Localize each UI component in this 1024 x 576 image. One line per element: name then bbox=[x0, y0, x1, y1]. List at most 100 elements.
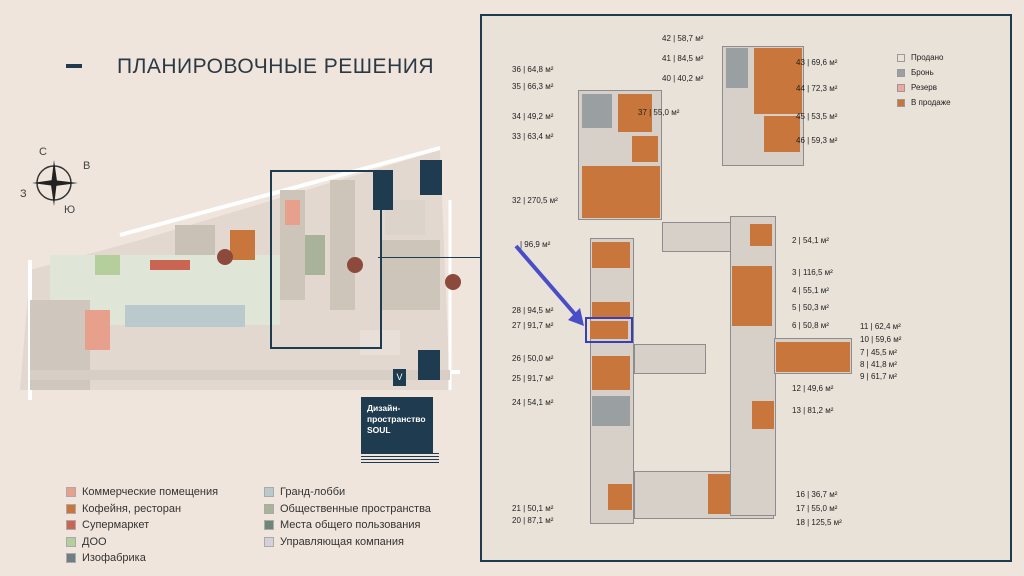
compass-icon bbox=[32, 160, 78, 206]
unit-label: 26 | 50,0 м² bbox=[512, 354, 554, 363]
corridor-middle bbox=[634, 344, 706, 374]
status-swatch bbox=[897, 68, 905, 77]
unit-label: 44 | 72,3 м² bbox=[796, 84, 838, 93]
unit-29[interactable] bbox=[592, 242, 630, 268]
legend-right: Гранд-лобби Общественные пространства Ме… bbox=[264, 484, 431, 550]
status-item: Бронь bbox=[897, 65, 951, 80]
unit-label: 12 | 49,6 м² bbox=[792, 384, 834, 393]
status-item: Продано bbox=[897, 50, 951, 65]
unit-label: 25 | 91,7 м² bbox=[512, 374, 554, 383]
compass-north: С bbox=[39, 146, 47, 158]
unit-label: 20 | 87,1 м² bbox=[512, 516, 554, 525]
legend-item: Супермаркет bbox=[66, 517, 218, 534]
unit-2[interactable] bbox=[750, 224, 772, 246]
compass-east: В bbox=[83, 160, 91, 172]
unit-label: 45 | 53,5 м² bbox=[796, 112, 838, 121]
unit-21[interactable] bbox=[608, 484, 632, 510]
building-dark bbox=[420, 160, 442, 195]
unit-label: 10 | 59,6 м² bbox=[860, 335, 902, 344]
legend-item: ДОО bbox=[66, 534, 218, 551]
unit-label: 37 | 55,0 м² bbox=[638, 108, 680, 117]
legend-label: ДОО bbox=[82, 535, 107, 548]
unit-3[interactable] bbox=[732, 266, 772, 326]
unit-label: 35 | 66,3 м² bbox=[512, 82, 554, 91]
unit-7[interactable] bbox=[776, 342, 850, 372]
unit-label: 9 | 61,7 м² bbox=[860, 372, 897, 381]
legend-item: Гранд-лобби bbox=[264, 484, 431, 501]
status-item: В продаже bbox=[897, 95, 951, 110]
unit-label: 42 | 58,7 м² bbox=[662, 34, 704, 43]
status-legend: Продано Бронь Резерв В продаже bbox=[897, 50, 951, 110]
building-dark bbox=[373, 170, 393, 210]
legend-swatch bbox=[66, 487, 76, 498]
unit-label: 11 | 62,4 м² bbox=[860, 322, 901, 331]
pointer-arrow-icon bbox=[514, 244, 584, 326]
unit-label: 28 | 94,5 м² bbox=[512, 306, 554, 315]
legend-label: Коммерческие помещения bbox=[82, 486, 219, 499]
soul-marker: V bbox=[393, 369, 406, 386]
legend-item: Места общего пользования bbox=[264, 517, 431, 534]
unit-37[interactable] bbox=[618, 94, 652, 132]
unit-27[interactable] bbox=[590, 321, 628, 339]
soul-label: Дизайн-пространство SOUL bbox=[361, 397, 433, 453]
unit-label: 18 | 125,5 м² bbox=[796, 518, 842, 527]
legend-label: Гранд-лобби bbox=[280, 486, 346, 499]
unit-label: 4 | 55,1 м² bbox=[792, 286, 829, 295]
status-label: Резерв bbox=[911, 83, 937, 92]
legend-swatch bbox=[66, 503, 76, 514]
unit-43[interactable] bbox=[754, 48, 802, 114]
legend-item: Изофабрика bbox=[66, 550, 218, 567]
unit-label: 24 | 54,1 м² bbox=[512, 398, 554, 407]
legend-label: Управляющая компания bbox=[280, 535, 404, 548]
status-label: Бронь bbox=[911, 68, 934, 77]
status-swatch bbox=[897, 53, 905, 62]
legend-item: Кофейня, ресторан bbox=[66, 501, 218, 518]
unit-24[interactable] bbox=[592, 396, 630, 426]
unit-label: 27 | 91,7 м² bbox=[512, 321, 554, 330]
building-dark bbox=[418, 350, 440, 380]
legend-swatch bbox=[264, 487, 274, 498]
legend-label: Кофейня, ресторан bbox=[82, 502, 182, 515]
unit-45[interactable] bbox=[764, 116, 800, 152]
legend-swatch bbox=[264, 536, 274, 547]
legend-label: Супермаркет bbox=[82, 519, 150, 532]
status-swatch bbox=[897, 83, 905, 92]
wing-east bbox=[730, 216, 776, 516]
legend-swatch bbox=[264, 520, 274, 531]
selected-unit-highlight[interactable] bbox=[585, 317, 633, 343]
unit-34[interactable] bbox=[582, 94, 612, 128]
legend-swatch bbox=[264, 503, 274, 514]
site-roads bbox=[20, 146, 461, 400]
legend-item: Общественные пространства bbox=[264, 501, 431, 518]
status-label: В продаже bbox=[911, 98, 951, 107]
unit-label: 7 | 45,5 м² bbox=[860, 348, 897, 357]
legend-swatch bbox=[66, 520, 76, 531]
unit-label: 36 | 64,8 м² bbox=[512, 65, 554, 74]
unit-label: 32 | 270,5 м² bbox=[512, 196, 558, 205]
unit-13[interactable] bbox=[752, 401, 774, 429]
unit-label: 16 | 36,7 м² bbox=[796, 490, 838, 499]
unit-label: | 96,9 м² bbox=[520, 240, 551, 249]
unit-41[interactable] bbox=[726, 48, 748, 88]
page-title: ПЛАНИРОВОЧНЫЕ РЕШЕНИЯ bbox=[117, 55, 434, 78]
compass-west: З bbox=[20, 188, 27, 200]
connector-line bbox=[378, 257, 480, 258]
legend-label: Места общего пользования bbox=[280, 519, 421, 532]
unit-label: 43 | 69,6 м² bbox=[796, 58, 838, 67]
unit-label: 3 | 116,5 м² bbox=[792, 268, 833, 277]
unit-label: 41 | 84,5 м² bbox=[662, 54, 704, 63]
soul-stripes bbox=[361, 453, 439, 463]
unit-33[interactable] bbox=[632, 136, 658, 162]
unit-label: 34 | 49,2 м² bbox=[512, 112, 554, 121]
compass-south: Ю bbox=[64, 204, 76, 216]
unit-32[interactable] bbox=[582, 166, 660, 218]
unit-label: 21 | 50,1 м² bbox=[512, 504, 554, 513]
unit-26[interactable] bbox=[592, 356, 630, 390]
selected-block-outline[interactable] bbox=[270, 170, 382, 349]
legend-swatch bbox=[66, 536, 76, 547]
compass-rose: С В Ю З bbox=[20, 146, 102, 218]
unit-28[interactable] bbox=[592, 302, 630, 318]
floorplan-panel: 42 | 58,7 м² 41 | 84,5 м² 40 | 40,2 м² 3… bbox=[480, 14, 1012, 562]
site-plan bbox=[0, 140, 480, 420]
legend-left: Коммерческие помещения Кофейня, ресторан… bbox=[66, 484, 218, 567]
